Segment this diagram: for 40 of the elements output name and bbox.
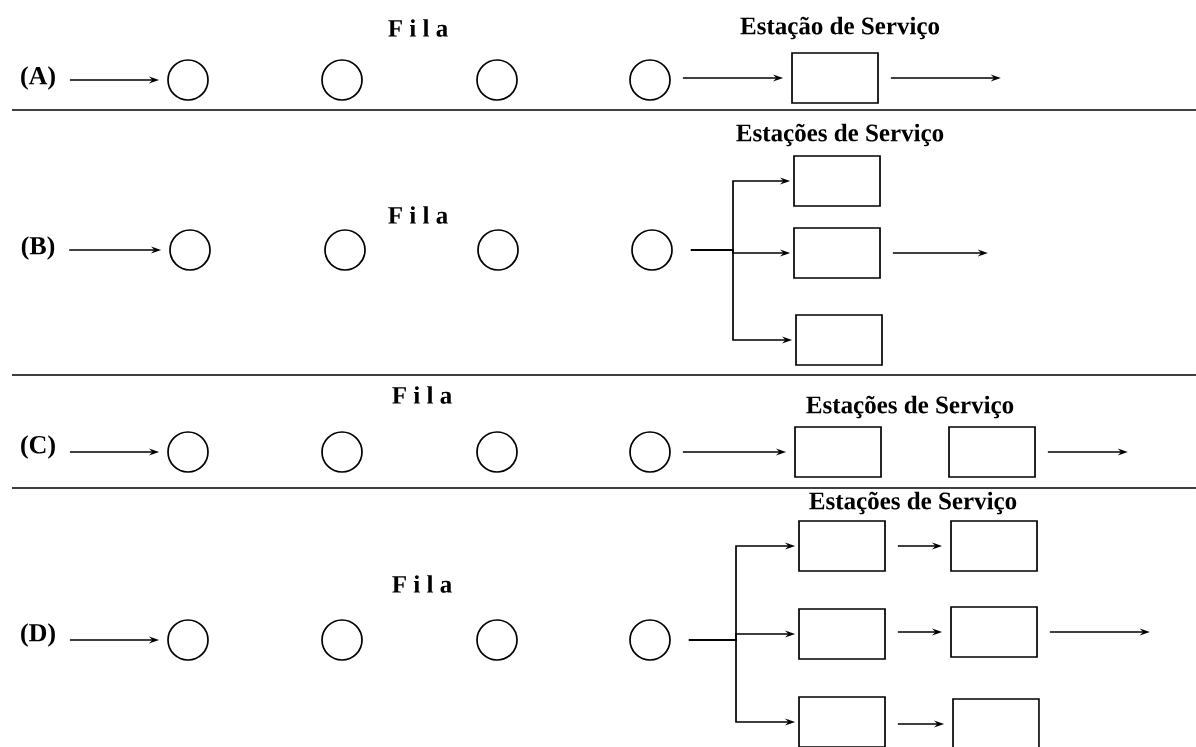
customer-circle	[167, 619, 209, 661]
heading: Estações de Serviço	[809, 491, 1017, 515]
heading: Estações de Serviço	[736, 123, 944, 147]
customer-circle	[629, 431, 671, 473]
service-box	[798, 696, 886, 747]
customer-circle	[167, 431, 209, 473]
service-box	[793, 227, 881, 279]
customer-circle	[477, 229, 519, 271]
row-label: (D)	[21, 623, 55, 647]
customer-circle	[169, 229, 211, 271]
service-box	[793, 155, 881, 207]
heading: F i l a	[388, 19, 448, 37]
service-box	[948, 426, 1036, 478]
service-box	[791, 52, 879, 104]
customer-circle	[324, 229, 366, 271]
row-label: (A)	[21, 66, 55, 90]
customer-circle	[476, 431, 518, 473]
heading: F i l a	[388, 206, 448, 224]
service-box	[798, 520, 886, 572]
row-label: (C)	[21, 435, 55, 459]
row-label: (B)	[21, 236, 55, 260]
service-box	[794, 426, 882, 478]
customer-circle	[631, 229, 673, 271]
customer-circle	[629, 59, 671, 101]
service-box	[950, 606, 1038, 658]
heading: F i l a	[392, 386, 452, 404]
customer-circle	[629, 619, 671, 661]
service-box	[798, 608, 886, 660]
customer-circle	[167, 59, 209, 101]
service-box	[952, 698, 1040, 747]
service-box	[795, 314, 883, 366]
heading: F i l a	[392, 575, 452, 593]
customer-circle	[476, 59, 518, 101]
customer-circle	[476, 619, 518, 661]
service-box	[950, 520, 1038, 572]
heading: Estação de Serviço	[740, 16, 940, 40]
customer-circle	[321, 431, 363, 473]
heading: Estações de Serviço	[806, 395, 1014, 419]
customer-circle	[321, 619, 363, 661]
customer-circle	[321, 59, 363, 101]
